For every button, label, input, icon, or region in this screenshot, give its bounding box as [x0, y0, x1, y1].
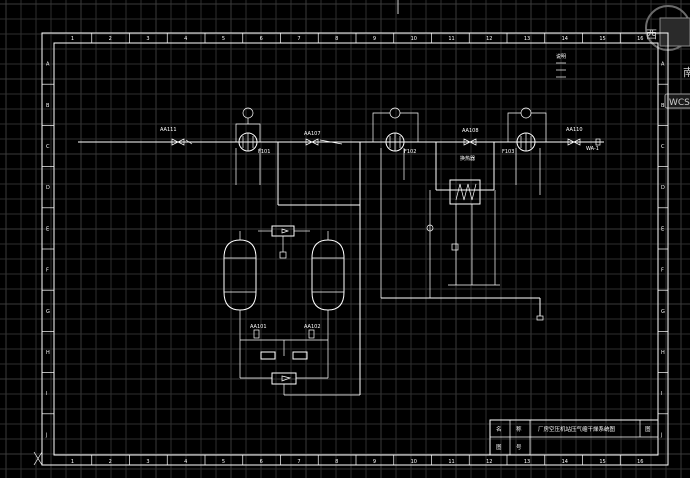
column-ruler-label: 2 — [109, 36, 112, 42]
column-ruler-label: 13 — [524, 459, 530, 465]
title-block-name-a: 名 — [496, 425, 502, 433]
filter-3-tag: F103 — [502, 149, 514, 155]
column-ruler-label: 2 — [109, 459, 112, 465]
filter-2-tag: F102 — [404, 149, 416, 155]
inner-border — [53, 42, 659, 456]
viewcube-compass-label: 南 — [683, 66, 690, 79]
row-ruler-label: F — [661, 268, 664, 274]
column-ruler-label: 4 — [184, 459, 187, 465]
row-ruler-label: G — [661, 309, 665, 315]
row-ruler-label: I — [661, 391, 662, 397]
silencer-left[interactable] — [260, 351, 276, 360]
viewcube-face[interactable] — [659, 17, 690, 47]
row-ruler: A A B B C C D D E E F F G G H H I I J J — [42, 62, 668, 438]
row-ruler-label: D — [661, 185, 665, 191]
drawing-frame: 1122334455667788991010111112121313141415… — [33, 32, 669, 466]
column-ruler-label: 12 — [486, 36, 492, 42]
wcs-label: WCS — [669, 98, 690, 108]
row-ruler-label: J — [45, 432, 47, 438]
row-ruler-label: C — [46, 144, 50, 150]
wcs-button[interactable] — [664, 93, 690, 109]
column-ruler-label: 10 — [411, 459, 417, 465]
column-ruler-label: 9 — [373, 459, 376, 465]
column-ruler-label: 6 — [260, 459, 263, 465]
column-ruler-label: 13 — [524, 36, 530, 42]
row-ruler-label: E — [661, 226, 664, 232]
title-block-no-a: 图 — [496, 443, 502, 451]
note-top: 说明 — [556, 53, 566, 60]
title-block[interactable]: 名 称 图 号 厂房空压机站压气缩干燥系统图 图 — [489, 419, 659, 456]
process-diagram[interactable]: AA111 F101 AA107 F102 换热器 — [78, 107, 604, 396]
column-ruler-label: 6 — [260, 36, 263, 42]
drawing-sheet: 图 — [645, 425, 651, 433]
column-ruler-label: 7 — [297, 459, 300, 465]
row-ruler-label: A — [661, 62, 665, 68]
column-ruler-label: 5 — [222, 459, 225, 465]
viewcube-face-label: 西 — [646, 28, 657, 41]
column-ruler-label: 10 — [411, 36, 417, 42]
column-ruler-label: 15 — [599, 36, 605, 42]
column-ruler-label: 16 — [637, 459, 643, 465]
drawing-title: 厂房空压机站压气缩干燥系统图 — [538, 425, 616, 433]
inlet-valve[interactable] — [171, 138, 179, 146]
row-ruler-label: A — [46, 62, 50, 68]
viewcube[interactable]: 西 南 WCS — [397, 0, 690, 109]
column-ruler-label: 3 — [146, 36, 149, 42]
outlet-tag: WA-1 — [586, 146, 599, 152]
column-ruler-label: 3 — [146, 459, 149, 465]
outer-border — [41, 32, 669, 466]
title-block-frame — [489, 419, 659, 456]
ucs-arrow-b — [33, 451, 43, 466]
tag-right-a: AA108 — [462, 128, 479, 134]
row-ruler-label: E — [46, 226, 49, 232]
column-ruler-label: 12 — [486, 459, 492, 465]
row-ruler-label: B — [46, 103, 50, 109]
column-ruler-label: 9 — [373, 36, 376, 42]
heater-label: 换热器 — [460, 155, 475, 162]
filter-1-tag: F101 — [258, 149, 270, 155]
heat-exchanger[interactable] — [449, 179, 481, 205]
column-ruler-label: 14 — [562, 459, 568, 465]
notes-area: 说明 — [556, 53, 566, 78]
tag-right-b: AA110 — [566, 127, 583, 133]
column-ruler-label: 8 — [335, 459, 338, 465]
row-ruler-label: C — [661, 144, 665, 150]
dryer-left[interactable] — [223, 239, 257, 311]
column-ruler-label: 5 — [222, 36, 225, 42]
row-ruler-label: D — [46, 185, 50, 191]
column-ruler-label: 16 — [637, 36, 643, 42]
row-ruler-label: F — [46, 268, 49, 274]
column-ruler: 1122334455667788991010111112121313141415… — [71, 33, 644, 465]
column-ruler-label: 4 — [184, 36, 187, 42]
row-ruler-label: J — [660, 432, 662, 438]
column-ruler-label: 11 — [448, 36, 454, 42]
tag-left: AA111 — [160, 127, 177, 133]
column-ruler-label: 15 — [599, 459, 605, 465]
row-ruler-label: H — [46, 350, 50, 356]
title-block-no-b: 号 — [516, 444, 522, 451]
row-ruler-label: B — [661, 103, 665, 109]
row-ruler-label: H — [661, 350, 665, 356]
tag-mid: AA107 — [304, 131, 321, 137]
column-ruler-label: 8 — [335, 36, 338, 42]
column-ruler-label: 1 — [71, 459, 74, 465]
column-ruler-label: 1 — [71, 36, 74, 42]
column-ruler-label: 7 — [297, 36, 300, 42]
valve-right-tag: AA102 — [304, 324, 321, 330]
silencer-right[interactable] — [292, 351, 308, 360]
title-block-name-b: 称 — [516, 425, 522, 433]
column-ruler-label: 14 — [562, 36, 568, 42]
column-ruler-label: 11 — [448, 459, 454, 465]
row-ruler-label: I — [46, 391, 47, 397]
dryer-right[interactable] — [311, 239, 345, 311]
row-ruler-label: G — [46, 309, 50, 315]
valve-left-tag: AA101 — [250, 324, 267, 330]
